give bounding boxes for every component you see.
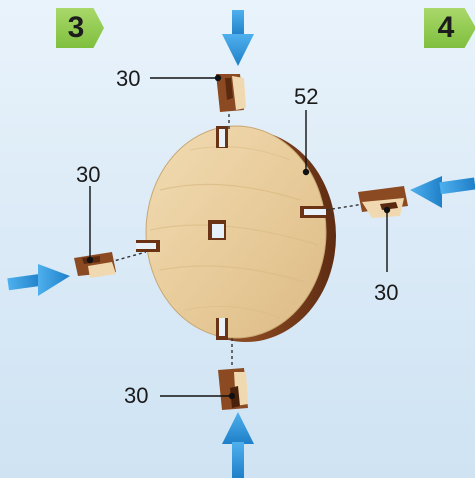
- arrow-right: [410, 176, 475, 208]
- right-piece: [358, 186, 408, 218]
- wooden-disk: [136, 126, 326, 340]
- arrow-left: [7, 264, 70, 296]
- callout-disk: 52: [294, 84, 318, 110]
- callout-top-piece: 30: [116, 66, 140, 92]
- callout-right-piece: 30: [374, 280, 398, 306]
- left-piece: [74, 252, 116, 278]
- callout-bottom-piece: 30: [124, 383, 148, 409]
- arrow-bottom: [222, 412, 254, 478]
- arrow-top: [222, 10, 254, 66]
- bottom-piece: [218, 368, 248, 410]
- callout-left-piece: 30: [76, 162, 100, 188]
